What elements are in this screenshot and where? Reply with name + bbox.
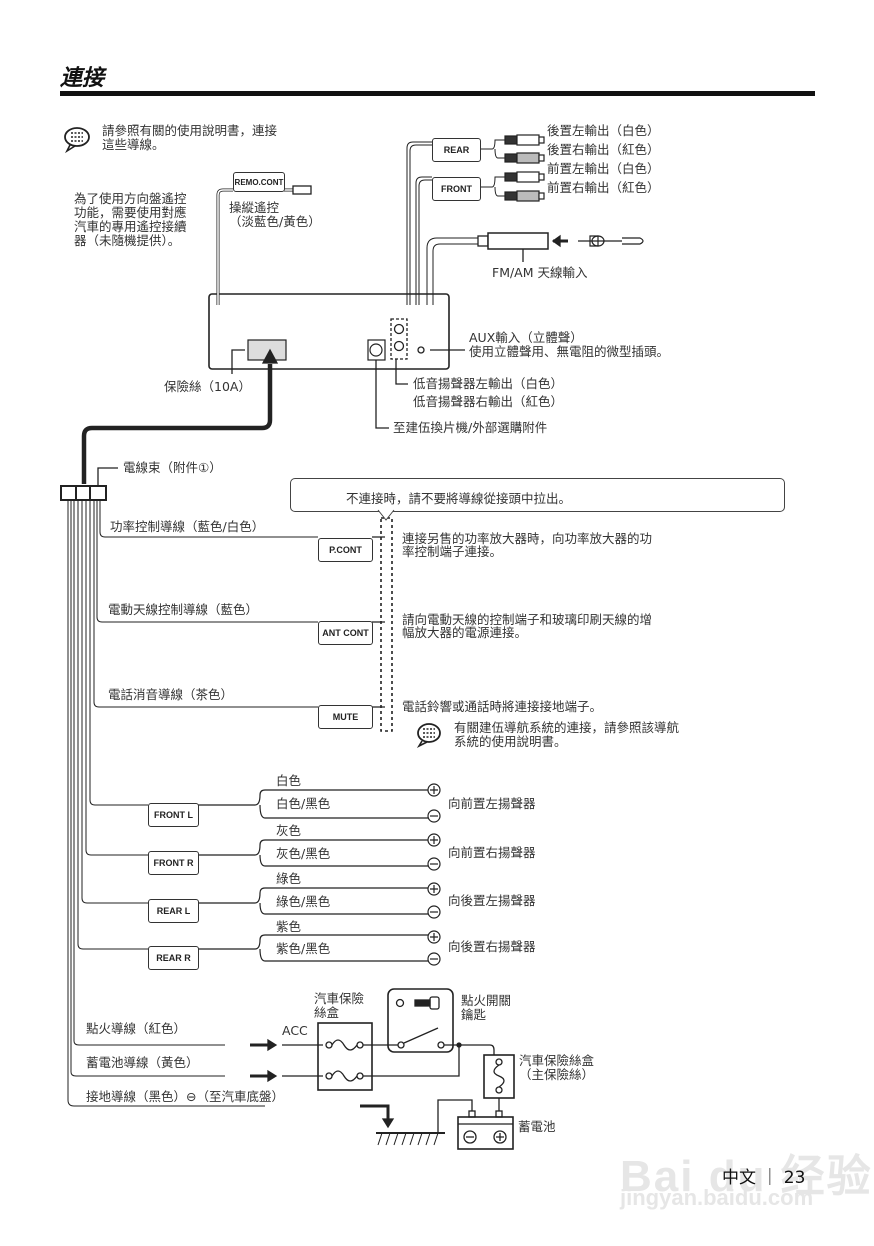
front-right-output: 前置右輸出（紅色）	[547, 180, 660, 195]
ignition-key-line1: 點火開關	[461, 993, 512, 1008]
speaker-box: FRONT R	[148, 851, 199, 875]
watermark-url: jingyan.baidu.com	[620, 1185, 814, 1210]
control-wire-name: 功率控制導線（藍色/白色）	[110, 519, 265, 534]
speaker-neg-wire: 紫色/黑色	[276, 941, 331, 956]
changer-label: 至建伍換片機/外部選購附件	[393, 420, 548, 435]
title-rule	[60, 91, 815, 96]
main-fuse-line2: （主保險絲）	[519, 1067, 595, 1082]
control-wire-name: 電話消音導線（茶色）	[108, 687, 234, 702]
speaker-box: REAR R	[148, 946, 199, 970]
front-output-box: FRONT	[432, 177, 481, 201]
control-wire-desc: 率控制端子連接。	[402, 544, 503, 559]
speaker-box: FRONT L	[148, 803, 199, 827]
note-icon	[416, 723, 441, 748]
top-note-line2: 這些導線。	[102, 137, 165, 152]
sub-right-output: 低音揚聲器右輸出（紅色）	[413, 394, 564, 409]
control-wire-desc: 連接另售的功率放大器時，向功率放大器的功	[402, 531, 653, 546]
speaker-dest: 向後置右揚聲器	[448, 939, 536, 954]
ant-cont-box: ANT CONT	[318, 621, 373, 645]
speaker-box: REAR L	[148, 899, 199, 923]
speaker-dest: 向前置右揚聲器	[448, 845, 536, 860]
steering-note-line1: 為了使用方向盤遙控	[74, 191, 187, 206]
head-unit	[208, 293, 450, 370]
speaker-neg-wire: 灰色/黑色	[276, 846, 331, 861]
callout-text: 不連接時，請不要將導線從接頭中拉出。	[346, 491, 572, 506]
page-number: 中文 ｜ 23	[722, 1168, 806, 1188]
speaker-pos-wire: 白色	[276, 773, 302, 788]
ground-wire: 接地導線（黑色）⊖（至汽車底盤）	[86, 1089, 284, 1104]
page-title: 連接	[60, 66, 105, 91]
callout-box: 不連接時，請不要將導線從接頭中拉出。	[290, 478, 785, 512]
mute-box: MUTE	[318, 705, 373, 729]
aux-line2: 使用立體聲用、無電阻的微型插頭。	[469, 344, 670, 359]
front-left-output: 前置左輸出（白色）	[547, 161, 660, 176]
steering-note-line3: 汽車的專用遙控接續	[74, 219, 187, 234]
antenna-input: FM/AM 天線輸入	[492, 265, 588, 280]
ignition-wire: 點火導線（紅色）	[86, 1021, 187, 1036]
battery-wire: 蓄電池導線（黃色）	[86, 1055, 199, 1070]
fuse-label: 保險絲（10A）	[164, 379, 251, 394]
note-icon	[64, 127, 90, 154]
terminal-icons	[427, 783, 441, 966]
speaker-pos-wire: 紫色	[276, 919, 302, 934]
rear-left-output: 後置左輸出（白色）	[547, 123, 660, 138]
steering-note-line4: 器（未隨機提供）。	[74, 233, 181, 248]
remo-cont-box: REMO.CONT	[233, 172, 285, 192]
aux-line1: AUX輸入（立體聲）	[469, 330, 583, 345]
speaker-dest: 向前置左揚聲器	[448, 796, 536, 811]
nav-note-line1: 有關建伍導航系統的連接，請參照該導航	[454, 720, 680, 735]
control-wire-desc: 電話鈴響或通話時將連接接地端子。	[402, 699, 603, 714]
p-cont-box: P.CONT	[318, 538, 373, 562]
battery-label: 蓄電池	[518, 1119, 556, 1134]
ignition-key-line2: 鑰匙	[461, 1007, 487, 1022]
fuse-box-line1: 汽車保險	[314, 991, 365, 1006]
speaker-dest: 向後置左揚聲器	[448, 893, 536, 908]
rear-output-box: REAR	[432, 138, 481, 162]
main-fuse-line1: 汽車保險絲盒	[519, 1053, 595, 1068]
fuse-box-line2: 絲盒	[314, 1005, 340, 1020]
top-note-line1: 請參照有關的使用說明書，連接	[102, 123, 278, 138]
remo-desc-line1: 操縱遙控	[229, 200, 280, 215]
sub-left-output: 低音揚聲器左輸出（白色）	[413, 376, 564, 391]
speaker-neg-wire: 白色/黑色	[276, 796, 331, 811]
speaker-neg-wire: 綠色/黑色	[276, 894, 331, 909]
nav-note-line2: 系統的使用說明書。	[454, 734, 567, 749]
remo-desc-line2: （淡藍色/黃色）	[229, 214, 321, 229]
rca-plugs	[504, 134, 545, 202]
speaker-pos-wire: 灰色	[276, 823, 302, 838]
control-wire-desc: 幅放大器的電源連接。	[402, 625, 528, 640]
rear-right-output: 後置右輸出（紅色）	[547, 142, 660, 157]
acc-label: ACC	[282, 1023, 308, 1038]
speaker-pos-wire: 綠色	[276, 871, 302, 886]
control-wire-desc: 請向電動天線的控制端子和玻璃印刷天線的增	[402, 612, 653, 627]
harness-label: 電線束（附件①）	[123, 460, 222, 475]
watermark-logo: Bai du 经验	[620, 1152, 873, 1201]
steering-note-line2: 功能，需要使用對應	[74, 205, 187, 220]
control-wire-name: 電動天線控制導線（藍色）	[108, 602, 259, 617]
